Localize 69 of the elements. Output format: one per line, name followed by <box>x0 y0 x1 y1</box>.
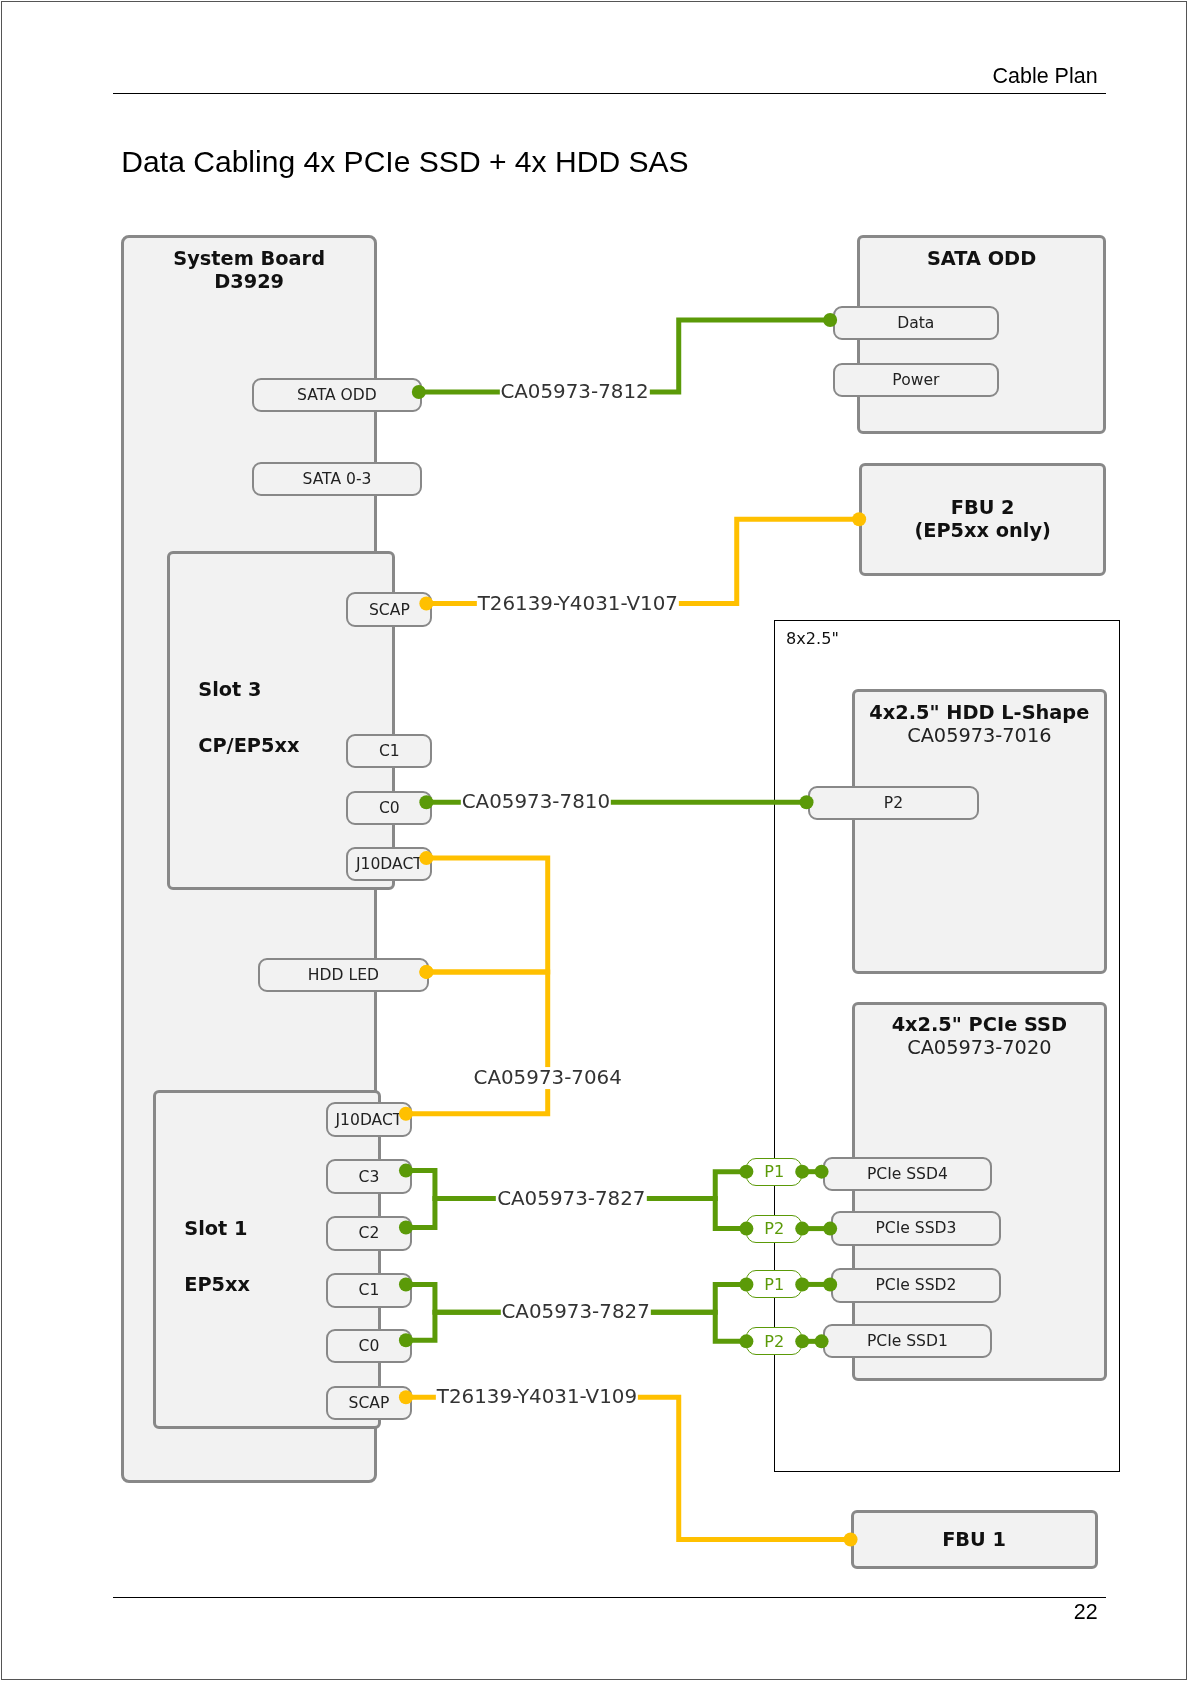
connector-box <box>326 1102 412 1137</box>
port-label: P2 <box>764 1331 785 1351</box>
connector-label: PCIe SSD3 <box>875 1219 957 1238</box>
connector-label: P2 <box>883 794 904 813</box>
connector-label: C1 <box>358 1281 380 1300</box>
connector-box <box>326 1273 412 1308</box>
connector-box <box>326 1386 412 1421</box>
connector-box <box>831 1268 1001 1303</box>
part-number: CA05973-7016 <box>906 723 1053 747</box>
connector-box <box>257 957 430 993</box>
port-label: P2 <box>764 1219 785 1239</box>
connector-box <box>822 1324 993 1359</box>
part-number: CA05973-7020 <box>906 1036 1053 1060</box>
cable-line <box>795 1221 838 1236</box>
slot-label: EP5xx <box>184 1273 250 1297</box>
connector-box <box>252 461 422 496</box>
slot-label: Slot 3 <box>198 678 262 702</box>
device-panel <box>850 1509 1098 1569</box>
page-number: 22 <box>1073 1600 1098 1626</box>
cable-line <box>795 1277 838 1292</box>
connector-label: C3 <box>358 1167 380 1186</box>
device-heading: 4x2.5" PCIe SSD <box>890 1013 1068 1037</box>
connector-box <box>346 791 433 826</box>
header-text: Cable Plan <box>992 64 1098 90</box>
connector-label: PCIe SSD4 <box>866 1164 948 1183</box>
connector-box <box>822 1156 993 1191</box>
connector-box <box>833 362 999 398</box>
connector-label: Data <box>897 314 935 332</box>
connector-label: SCAP <box>369 600 410 619</box>
port-label: P1 <box>764 1162 785 1182</box>
connector-box <box>807 786 980 821</box>
connector-label: J10DACT <box>335 1110 403 1129</box>
device-heading: FBU 1 <box>942 1528 1006 1551</box>
device-heading: 4x2.5" HDD L-Shape <box>868 700 1091 724</box>
connector-label: SATA 0-3 <box>302 469 372 488</box>
connector-box <box>346 846 433 882</box>
connector-label: C2 <box>358 1224 380 1243</box>
edge-label: CA05973-7064 <box>472 1067 623 1090</box>
diagram-title: Data Cabling 4x PCIe SSD + 4x HDD SAS <box>121 144 689 179</box>
connector-box <box>326 1216 412 1251</box>
connector-label: PCIe SSD1 <box>866 1332 948 1351</box>
connector-label: C0 <box>358 1337 380 1356</box>
slot-label: CP/EP5xx <box>198 734 300 758</box>
cable-line <box>795 1164 829 1179</box>
board-heading: System Board D3929 <box>172 246 326 293</box>
connector-label: PCIe SSD2 <box>875 1276 957 1295</box>
cable-line <box>398 964 551 1121</box>
connector-box <box>831 1211 1001 1246</box>
connector-label: J10DACT <box>355 855 423 874</box>
device-heading: SATA ODD <box>925 246 1038 270</box>
connector-box <box>833 305 999 341</box>
connector-label: C0 <box>379 799 400 818</box>
cable-line <box>795 1334 829 1349</box>
connector-label: SATA ODD <box>297 385 377 404</box>
connector-label: SCAP <box>348 1394 390 1413</box>
enclosure-label: 8x2.5" <box>786 629 839 649</box>
slot-label: Slot 1 <box>184 1217 248 1241</box>
port-label: P1 <box>764 1274 785 1294</box>
connector-box <box>252 377 422 413</box>
device-panel <box>859 462 1107 576</box>
connector-label: C1 <box>379 742 400 761</box>
connector-box <box>326 1329 412 1364</box>
connector-box <box>346 734 433 769</box>
connector-box <box>346 592 433 627</box>
device-heading: FBU 2 (EP5xx only) <box>913 496 1052 543</box>
connector-label: Power <box>892 370 940 389</box>
device-panel <box>851 689 1108 974</box>
connector-label: HDD LED <box>307 965 379 984</box>
connector-box <box>326 1159 412 1194</box>
